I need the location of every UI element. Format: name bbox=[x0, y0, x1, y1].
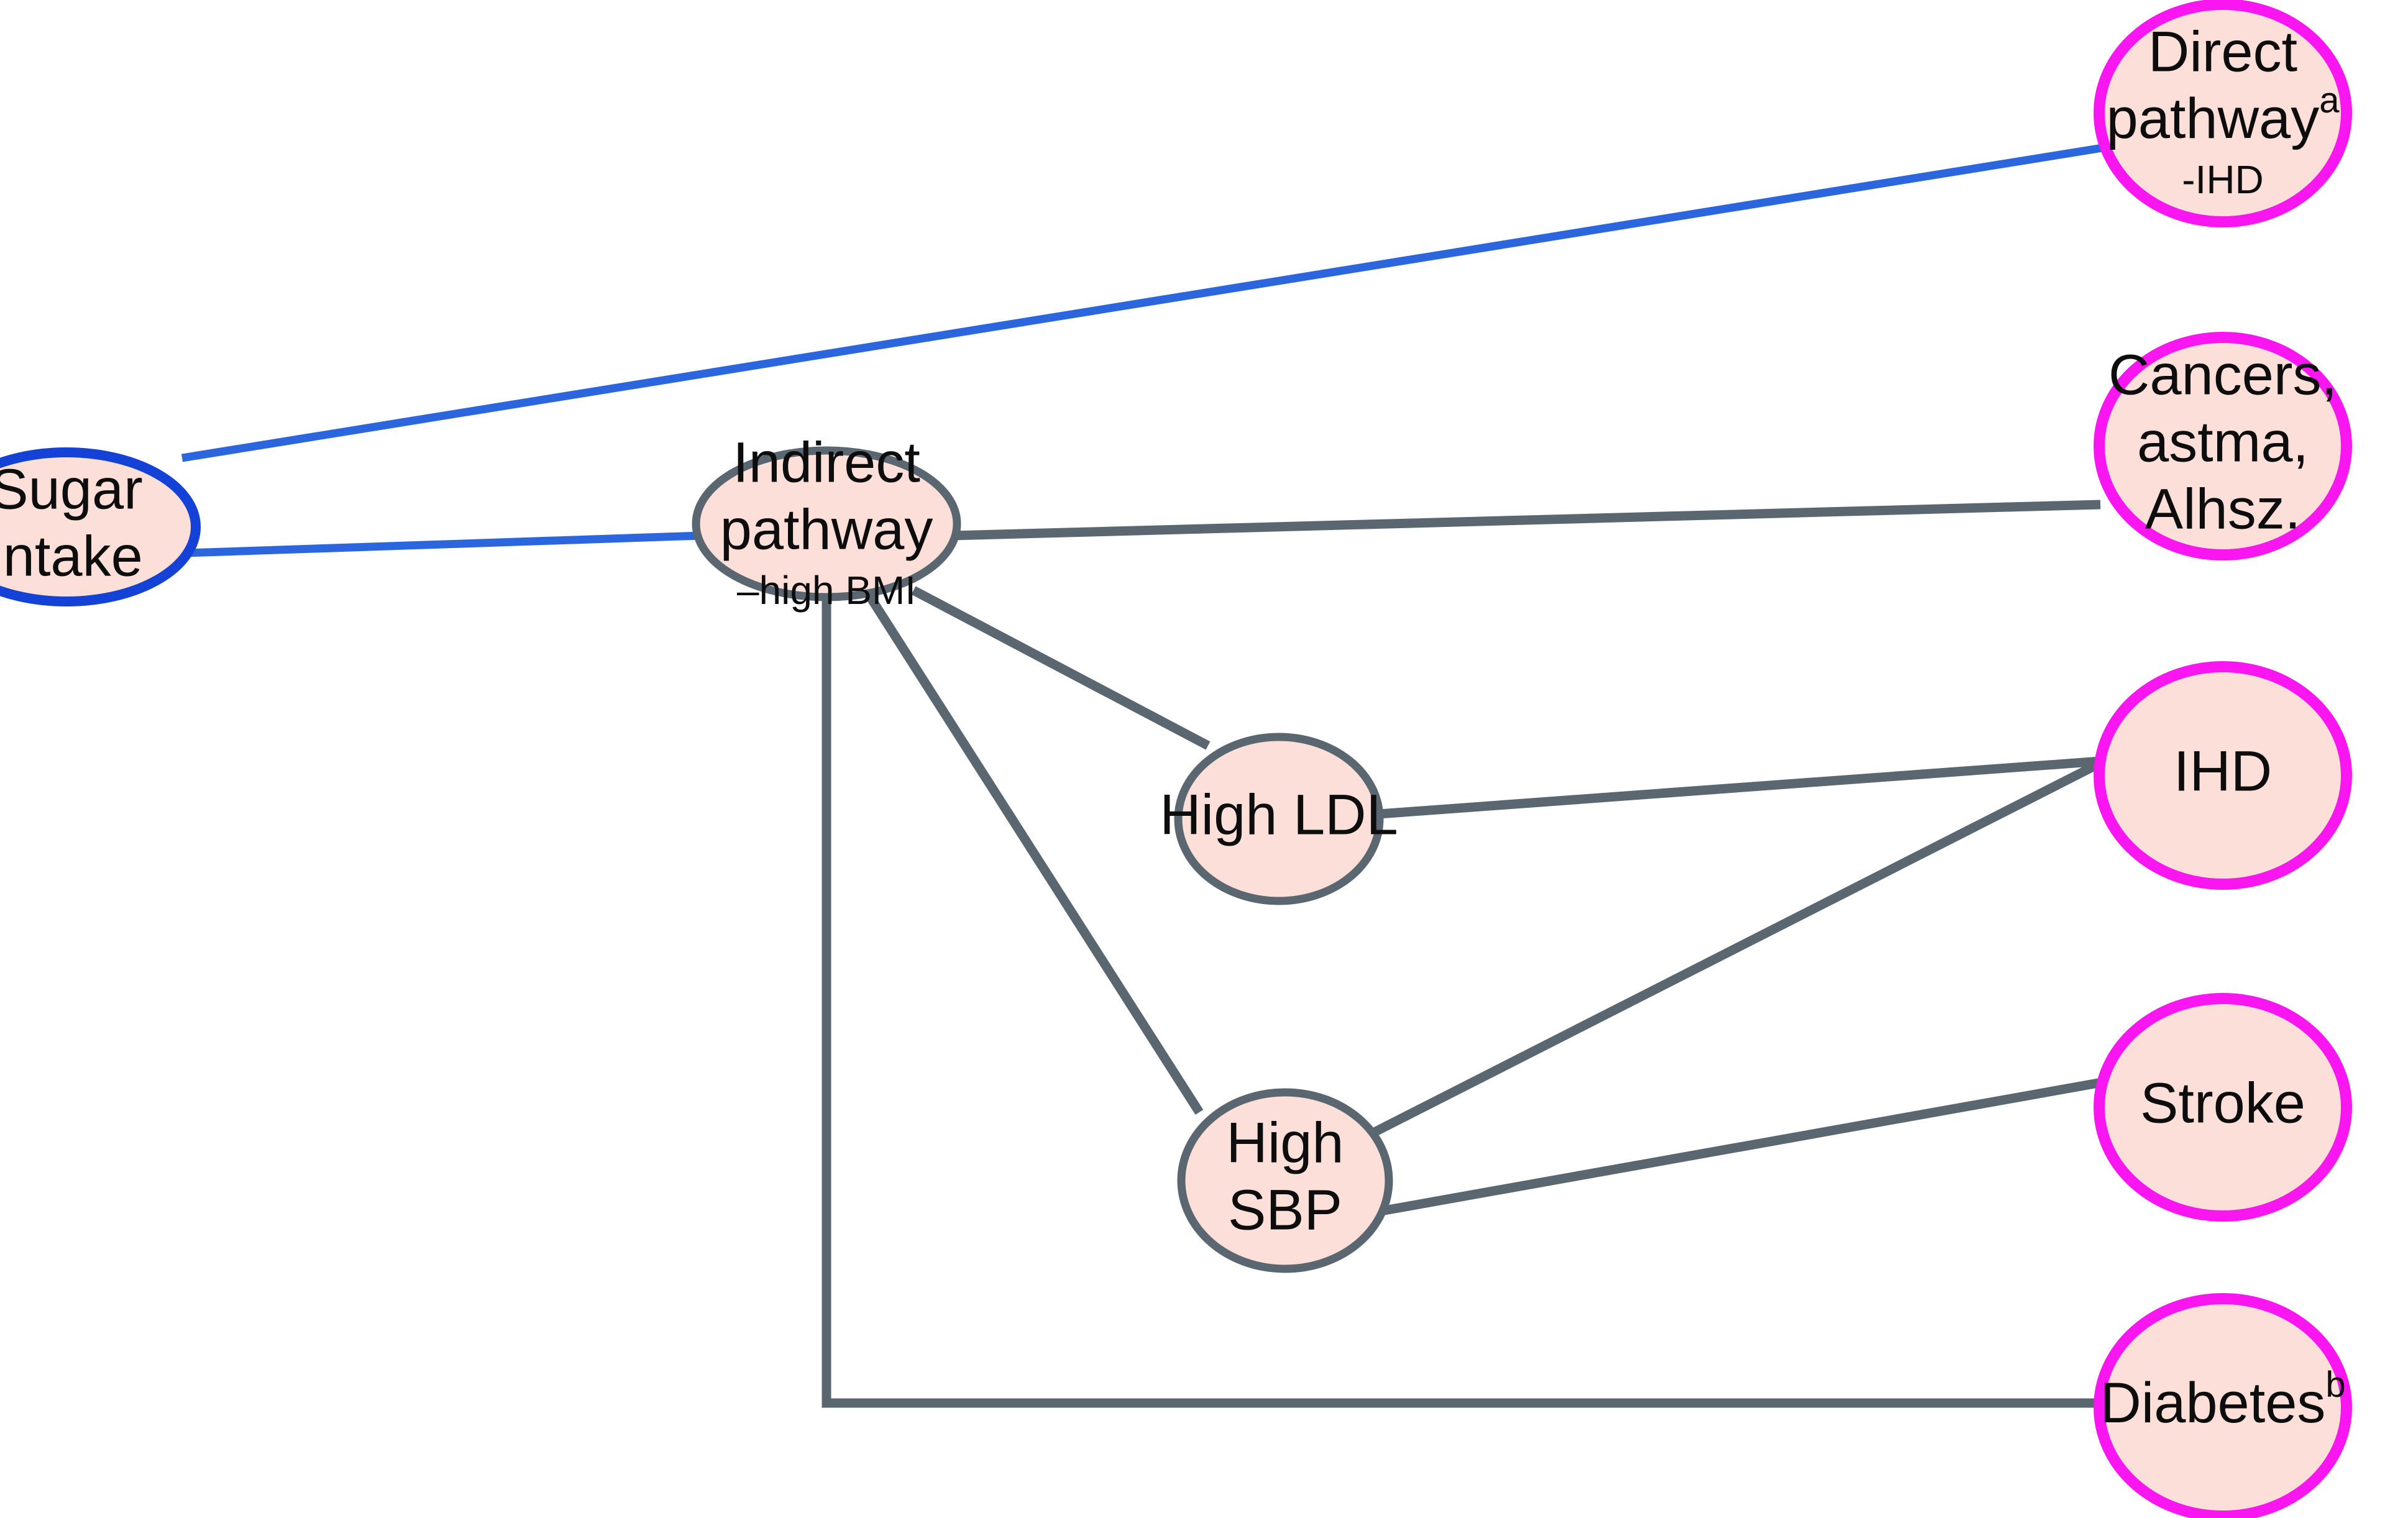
node-label-high-ldl-line-1: High LDL bbox=[1160, 783, 1398, 846]
edge-indirect-pathway-to-cancers-astma-alhsz bbox=[951, 500, 2101, 541]
edge-indirect-pathway-to-high-sbp bbox=[864, 592, 1204, 1115]
node-ihd[interactable]: IHD bbox=[2094, 661, 2352, 890]
node-label-sugar-intake-line-1: Sugar bbox=[0, 457, 143, 521]
edge-sugar-intake-to-indirect-pathway bbox=[130, 531, 702, 559]
node-label-diabetes-line-1: Diabetesb bbox=[2100, 1365, 2345, 1435]
node-superscript-direct-pathway: a bbox=[2319, 80, 2340, 121]
node-label-ihd-line-1: IHD bbox=[2174, 739, 2272, 803]
node-cancers-astma-alhsz[interactable]: Cancers,astma,Alhsz. bbox=[2094, 332, 2352, 560]
node-label-indirect-pathway-line-2: pathway bbox=[720, 498, 933, 561]
edge-indirect-pathway-to-high-ldl bbox=[911, 586, 1211, 750]
node-high-ldl[interactable]: High LDL bbox=[1160, 733, 1398, 905]
edge-sugar-intake-to-direct-pathway bbox=[181, 144, 2104, 462]
node-stroke[interactable]: Stroke bbox=[2094, 993, 2352, 1222]
node-ellipse-cancers-astma-alhsz[interactable] bbox=[2094, 332, 2352, 560]
node-label-direct-pathway-line-1: Direct bbox=[2148, 20, 2297, 83]
edge-high-ldl-to-ihd bbox=[1378, 756, 2101, 819]
node-ellipse-indirect-pathway[interactable] bbox=[692, 446, 961, 601]
node-label-stroke-line-1: Stroke bbox=[2140, 1071, 2305, 1135]
edge-high-sbp-to-ihd bbox=[1362, 759, 2103, 1141]
node-label-indirect-pathway-line-1: Indirect bbox=[733, 431, 920, 494]
node-label-sugar-intake-line-2: intake bbox=[0, 524, 143, 588]
node-ellipse-sugar-intake[interactable] bbox=[0, 447, 201, 606]
node-label-high-sbp-line-2: SBP bbox=[1228, 1178, 1342, 1241]
node-ellipse-stroke[interactable] bbox=[2094, 993, 2352, 1222]
node-ellipse-ihd[interactable] bbox=[2094, 661, 2352, 890]
node-label-high-sbp-line-1: High bbox=[1226, 1111, 1344, 1174]
node-sublabel-indirect-pathway: –high BMI bbox=[737, 568, 916, 613]
node-label-direct-pathway-line-2: pathwaya bbox=[2107, 80, 2340, 150]
node-label-cancers-astma-alhsz-line-3: Alhsz. bbox=[2145, 477, 2301, 541]
node-sublabel-direct-pathway: -IHD bbox=[2182, 157, 2264, 202]
edge-high-sbp-to-stroke bbox=[1383, 1077, 2103, 1215]
edge-indirect-pathway-to-diabetes bbox=[822, 597, 2100, 1408]
node-label-cancers-astma-alhsz-line-2: astma, bbox=[2137, 410, 2309, 473]
node-ellipse-high-sbp[interactable] bbox=[1177, 1088, 1393, 1273]
node-ellipse-direct-pathway[interactable] bbox=[2094, 0, 2352, 227]
node-superscript-diabetes: b bbox=[2325, 1365, 2345, 1405]
edges-layer bbox=[130, 144, 2104, 1408]
node-ellipse-high-ldl[interactable] bbox=[1174, 733, 1384, 905]
node-ellipse-diabetes[interactable] bbox=[2094, 1293, 2352, 1518]
node-diabetes[interactable]: Diabetesb bbox=[2094, 1293, 2352, 1518]
node-label-cancers-astma-alhsz-line-1: Cancers, bbox=[2108, 343, 2337, 406]
